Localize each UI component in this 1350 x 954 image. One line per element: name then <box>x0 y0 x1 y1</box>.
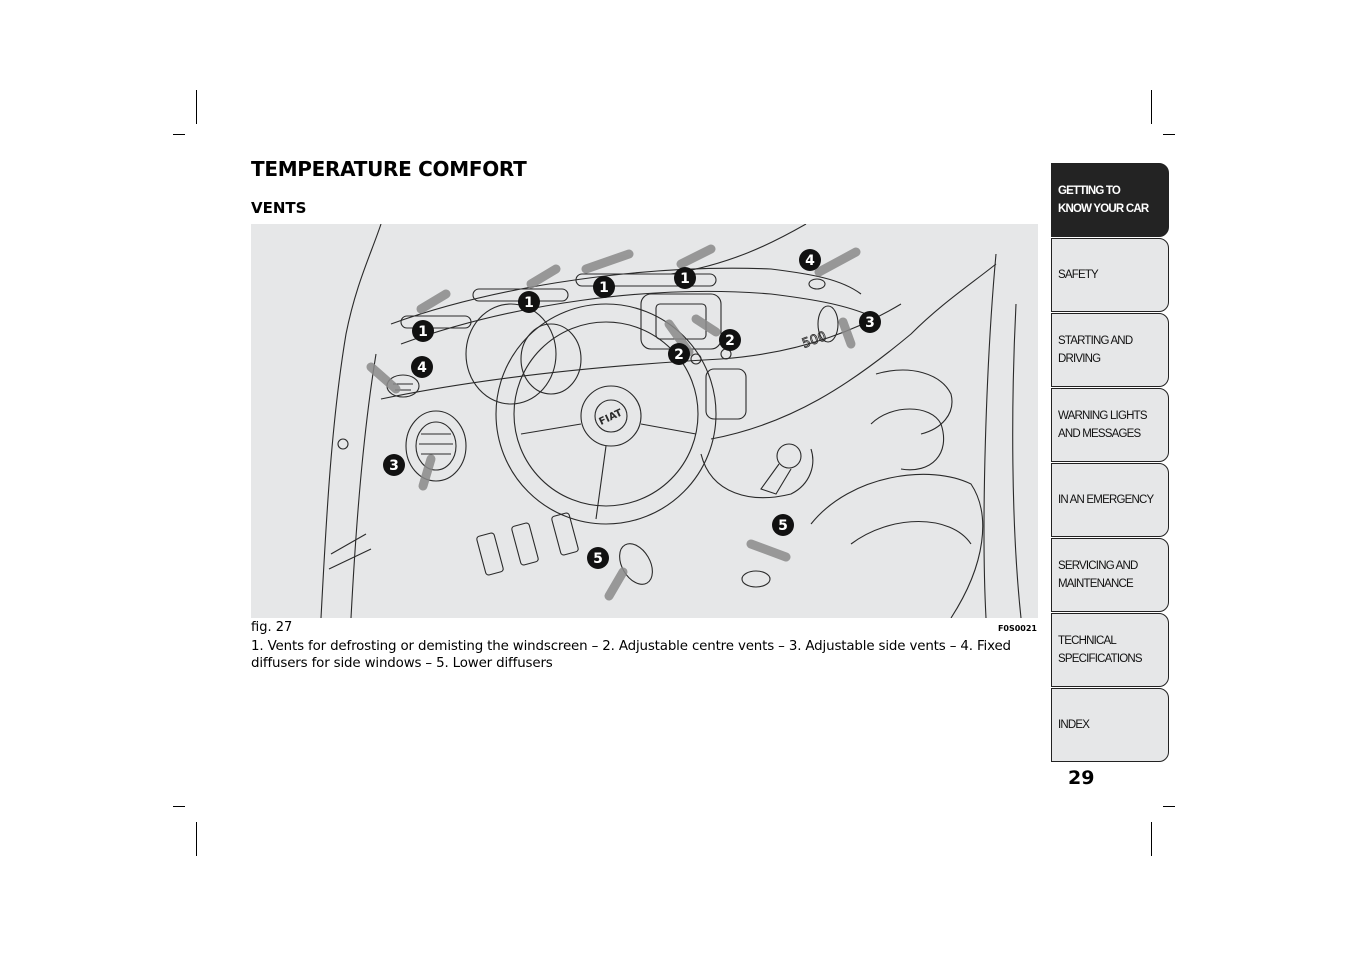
callout-1-a: 1 <box>412 320 434 342</box>
svg-text:1: 1 <box>680 271 690 287</box>
crop-mark <box>1151 822 1152 856</box>
svg-text:1: 1 <box>418 324 428 340</box>
tab-technical-specifications[interactable]: TECHNICAL SPECIFICATIONS <box>1051 613 1169 687</box>
tab-getting-to-know-your-car[interactable]: GETTING TO KNOW YOUR CAR <box>1051 163 1169 237</box>
callout-4-b: 4 <box>799 249 821 271</box>
callout-1-c: 1 <box>593 276 615 298</box>
svg-text:2: 2 <box>674 347 684 363</box>
svg-text:2: 2 <box>725 333 735 349</box>
svg-text:5: 5 <box>593 551 603 567</box>
tab-in-an-emergency[interactable]: IN AN EMERGENCY <box>1051 463 1169 537</box>
chapter-tabs: GETTING TO KNOW YOUR CAR SAFETY STARTING… <box>1051 163 1169 763</box>
vents-illustration: 500 FIAT 1 1 1 1 2 2 3 3 4 <box>251 224 1038 618</box>
callout-3-b: 3 <box>859 311 881 333</box>
tab-warning-lights-and-messages[interactable]: WARNING LIGHTS AND MESSAGES <box>1051 388 1169 462</box>
crop-mark <box>1151 90 1152 124</box>
tab-safety[interactable]: SAFETY <box>1051 238 1169 312</box>
crop-mark <box>173 134 185 135</box>
callout-2-a: 2 <box>668 343 690 365</box>
svg-text:3: 3 <box>389 458 399 474</box>
figure-caption: 1. Vents for defrosting or demisting the… <box>251 639 1011 671</box>
figure-label: fig. 27 <box>251 620 293 635</box>
svg-text:5: 5 <box>778 518 788 534</box>
tab-starting-and-driving[interactable]: STARTING AND DRIVING <box>1051 313 1169 387</box>
svg-text:4: 4 <box>417 360 427 376</box>
crop-mark <box>1163 134 1175 135</box>
page-number: 29 <box>1068 767 1095 789</box>
crop-mark <box>173 806 185 807</box>
crop-mark <box>196 90 197 124</box>
tab-servicing-and-maintenance[interactable]: SERVICING AND MAINTENANCE <box>1051 538 1169 612</box>
page-title: TEMPERATURE COMFORT <box>251 157 527 181</box>
callout-1-d: 1 <box>674 267 696 289</box>
callout-4-a: 4 <box>411 356 433 378</box>
svg-text:1: 1 <box>599 280 609 296</box>
svg-text:3: 3 <box>865 315 875 331</box>
callout-1-b: 1 <box>518 291 540 313</box>
section-heading: VENTS <box>251 199 307 217</box>
callout-5-b: 5 <box>772 514 794 536</box>
crop-mark <box>196 822 197 856</box>
svg-text:1: 1 <box>524 295 534 311</box>
svg-text:4: 4 <box>805 253 815 269</box>
500-badge: 500 <box>800 329 828 352</box>
crop-mark <box>1163 806 1175 807</box>
callout-3-a: 3 <box>383 454 405 476</box>
figure-code: F0S0021 <box>997 624 1037 633</box>
callout-5-a: 5 <box>587 547 609 569</box>
tab-index[interactable]: INDEX <box>1051 688 1169 762</box>
callout-2-b: 2 <box>719 329 741 351</box>
fiat-logo: FIAT <box>598 408 625 428</box>
